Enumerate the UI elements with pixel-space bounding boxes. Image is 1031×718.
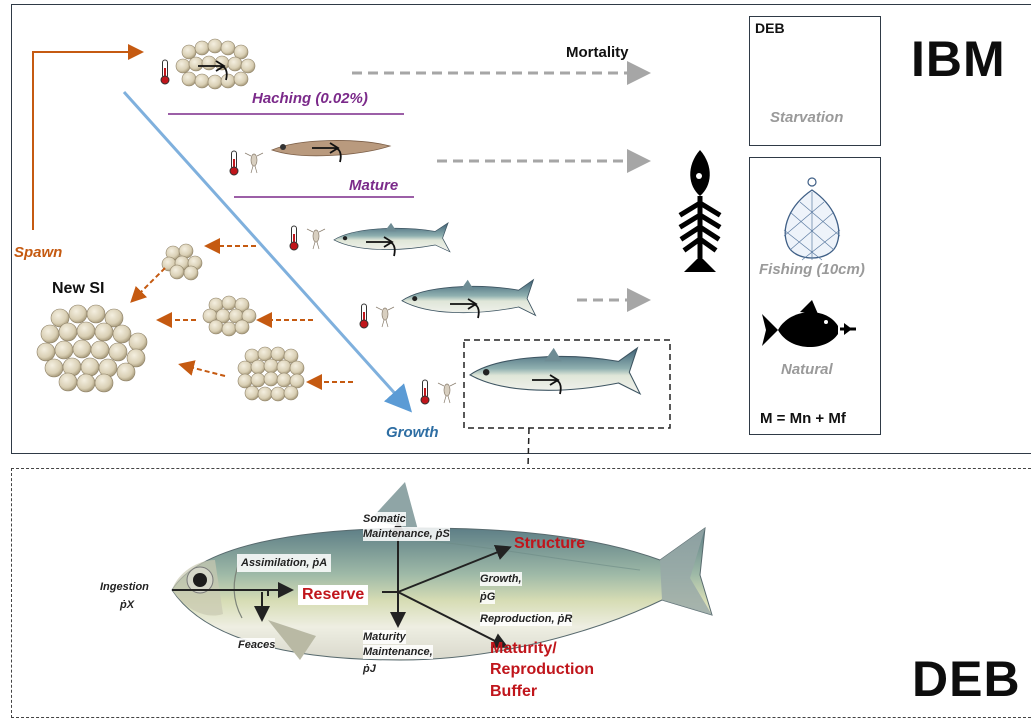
fish-skeleton-icon bbox=[682, 150, 718, 272]
egg-cluster-large bbox=[238, 347, 304, 401]
new-si-cluster bbox=[37, 305, 147, 392]
mortality-label: Mortality bbox=[566, 44, 629, 61]
thermometer-icon bbox=[161, 60, 169, 84]
growth-flux-label-1: Growth, bbox=[480, 572, 522, 586]
feaces-label: Feaces bbox=[238, 638, 275, 652]
thermometer-icon bbox=[290, 226, 298, 250]
ibm-title: IBM bbox=[911, 30, 1006, 88]
starvation-label: Starvation bbox=[770, 109, 843, 126]
reproduction-arrow bbox=[133, 268, 165, 300]
deb-box-title: DEB bbox=[755, 20, 785, 36]
large-sardine bbox=[470, 348, 640, 394]
egg-cluster-stage bbox=[176, 39, 255, 89]
structure-label: Structure bbox=[514, 535, 585, 553]
deb-starvation-box: DEB Starvation bbox=[749, 16, 881, 146]
copepod-icon bbox=[307, 229, 325, 249]
spawn-label: Spawn bbox=[14, 244, 62, 261]
fishing-label: Fishing (10cm) bbox=[759, 261, 865, 278]
hatching-label: Haching (0.02%) bbox=[252, 90, 368, 107]
growth-flux-label-2: ṗG bbox=[480, 590, 495, 604]
adult-sardine bbox=[402, 280, 536, 316]
growth-label: Growth bbox=[386, 424, 439, 441]
deb-title: DEB bbox=[912, 650, 1021, 708]
zoom-connector bbox=[528, 428, 529, 468]
maturity-label-1: Maturity bbox=[363, 630, 406, 644]
copepod-icon bbox=[376, 307, 394, 327]
buffer-label-1: Maturity/ bbox=[490, 640, 557, 658]
mortality-box: Fishing (10cm) Natural M = Mn + Mf bbox=[749, 157, 881, 435]
egg-cluster-small bbox=[162, 244, 202, 280]
buffer-label-3: Buffer bbox=[490, 683, 537, 701]
maturity-label-3: ṗJ bbox=[363, 662, 376, 676]
copepod-icon bbox=[245, 153, 263, 173]
thermometer-icon bbox=[360, 304, 368, 328]
mortality-equation: M = Mn + Mf bbox=[760, 410, 846, 427]
egg-cluster-medium bbox=[203, 296, 256, 336]
reproduction-flux-label: Reproduction, ṗR bbox=[480, 612, 572, 626]
reproduction-arrow bbox=[182, 365, 225, 376]
natural-label: Natural bbox=[781, 361, 833, 378]
somatic-label-2: Maintenance, ṗS bbox=[363, 527, 450, 541]
copepod-icon bbox=[438, 383, 456, 403]
thermometer-icon bbox=[421, 380, 429, 404]
reserve-label: Reserve bbox=[298, 585, 368, 605]
buffer-label-2: Reproduction bbox=[490, 661, 594, 679]
ingestion-label: Ingestion bbox=[100, 580, 149, 594]
assimilation-label: Assimilation, ṗA bbox=[237, 554, 331, 572]
maturity-label-2: Maintenance, bbox=[363, 645, 433, 659]
somatic-label-1: Somatic bbox=[363, 512, 406, 526]
spawn-arrow bbox=[33, 52, 140, 230]
thermometer-icon bbox=[230, 151, 238, 175]
new-si-label: New SI bbox=[52, 280, 104, 298]
mature-label: Mature bbox=[349, 177, 398, 194]
juvenile-sardine bbox=[334, 223, 450, 252]
ingestion-symbol: ṗX bbox=[120, 598, 134, 612]
